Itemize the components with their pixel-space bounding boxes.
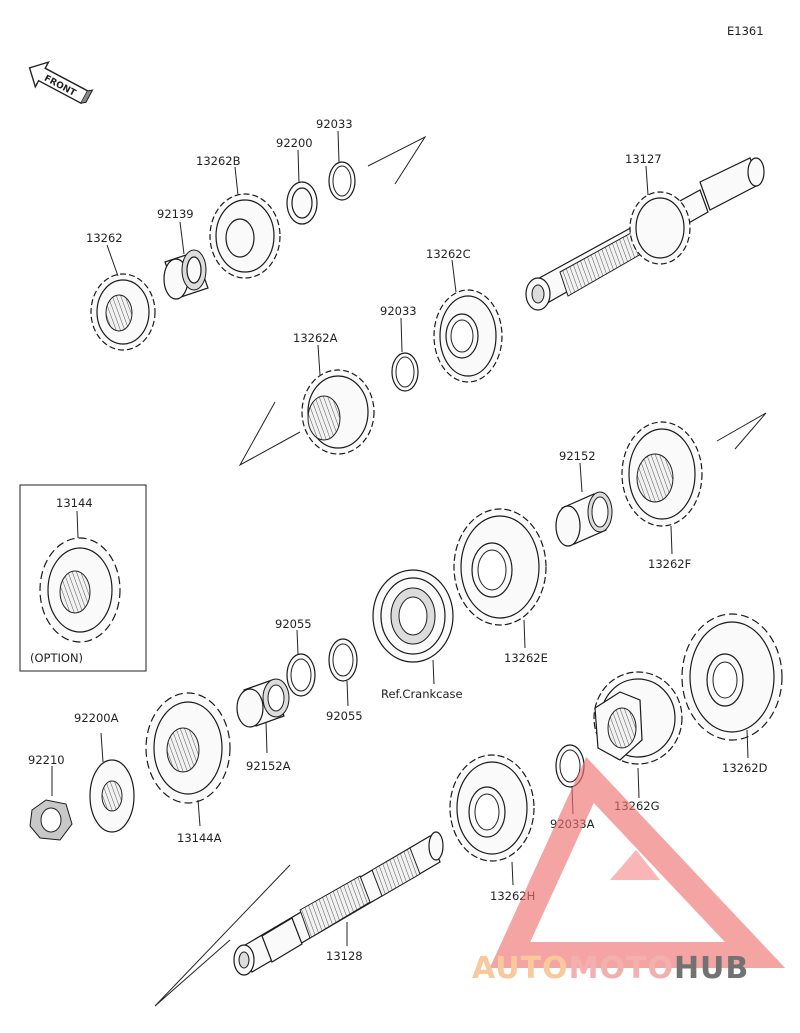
- oring-92055-a: [286, 653, 316, 697]
- gear-13262G: [593, 671, 683, 765]
- label-13262F: 13262F: [648, 557, 691, 571]
- label-13262B: 13262B: [196, 154, 241, 168]
- gear-13262F: [621, 421, 703, 527]
- circlip-92033A: [555, 744, 585, 788]
- shaft-13128: [233, 831, 444, 976]
- logo-part-auto: AUTO: [472, 951, 569, 986]
- label-13144: 13144: [56, 496, 93, 510]
- label-92152A: 92152A: [246, 759, 291, 773]
- bearing-92139: [163, 249, 209, 300]
- option-label: (OPTION): [30, 651, 83, 665]
- circlip-92033-b: [391, 352, 419, 392]
- label-92055-b: 92055: [326, 709, 363, 723]
- shaft-13127: [525, 157, 765, 311]
- logo-part-hub: HUB: [674, 951, 749, 986]
- axis-line-top: [367, 135, 427, 185]
- label-92139: 92139: [157, 207, 194, 221]
- gear-13262D: [681, 613, 783, 741]
- nut-92210: [29, 799, 73, 841]
- washer-92200: [286, 181, 318, 225]
- label-13262D: 13262D: [722, 761, 768, 775]
- ball-bearing: [372, 569, 454, 663]
- front-arrow-icon: FRONT: [28, 60, 94, 105]
- circlip-92033: [328, 161, 356, 201]
- label-92200A: 92200A: [74, 711, 119, 725]
- label-92210: 92210: [28, 753, 65, 767]
- label-13262: 13262: [86, 231, 123, 245]
- label-92033-mid: 92033: [380, 304, 417, 318]
- label-13127: 13127: [625, 152, 662, 166]
- gear-13262B: [209, 193, 281, 279]
- gear-13262: [90, 273, 156, 351]
- label-13128: 13128: [326, 949, 363, 963]
- diagram-code: E1361: [727, 24, 764, 38]
- label-13144A: 13144A: [177, 831, 222, 845]
- svg-text:AUTOMOTOHUB: AUTOMOTOHUB: [472, 951, 749, 986]
- gear-13262E: [453, 508, 547, 626]
- gear-13262C: [433, 289, 503, 383]
- label-92055-a: 92055: [275, 617, 312, 631]
- logo-triangle-icon: [489, 757, 786, 968]
- label-13262E: 13262E: [504, 651, 548, 665]
- bushing-92152: [555, 491, 613, 547]
- label-92033-top: 92033: [316, 117, 353, 131]
- axis-line-mid-right: [716, 412, 767, 450]
- axis-line-bottom: [154, 864, 291, 1007]
- sprocket-13144A: [145, 692, 231, 804]
- label-13262C: 13262C: [426, 247, 471, 261]
- automotohub-logo: AUTOMOTOHUB: [472, 757, 786, 986]
- logo-part-moto: MOTO: [569, 951, 674, 986]
- label-13262A: 13262A: [293, 331, 338, 345]
- ref-crankcase-label: Ref.Crankcase: [381, 687, 463, 701]
- gear-13262A: [301, 369, 375, 455]
- gear-13262H: [449, 754, 535, 862]
- axis-line-mid-left: [238, 401, 301, 467]
- collar-92152A: [236, 678, 290, 728]
- label-92200: 92200: [276, 136, 313, 150]
- option-box: [19, 484, 147, 672]
- label-92152: 92152: [559, 449, 596, 463]
- washer-92200A: [89, 759, 135, 833]
- oring-92055-b: [328, 638, 358, 682]
